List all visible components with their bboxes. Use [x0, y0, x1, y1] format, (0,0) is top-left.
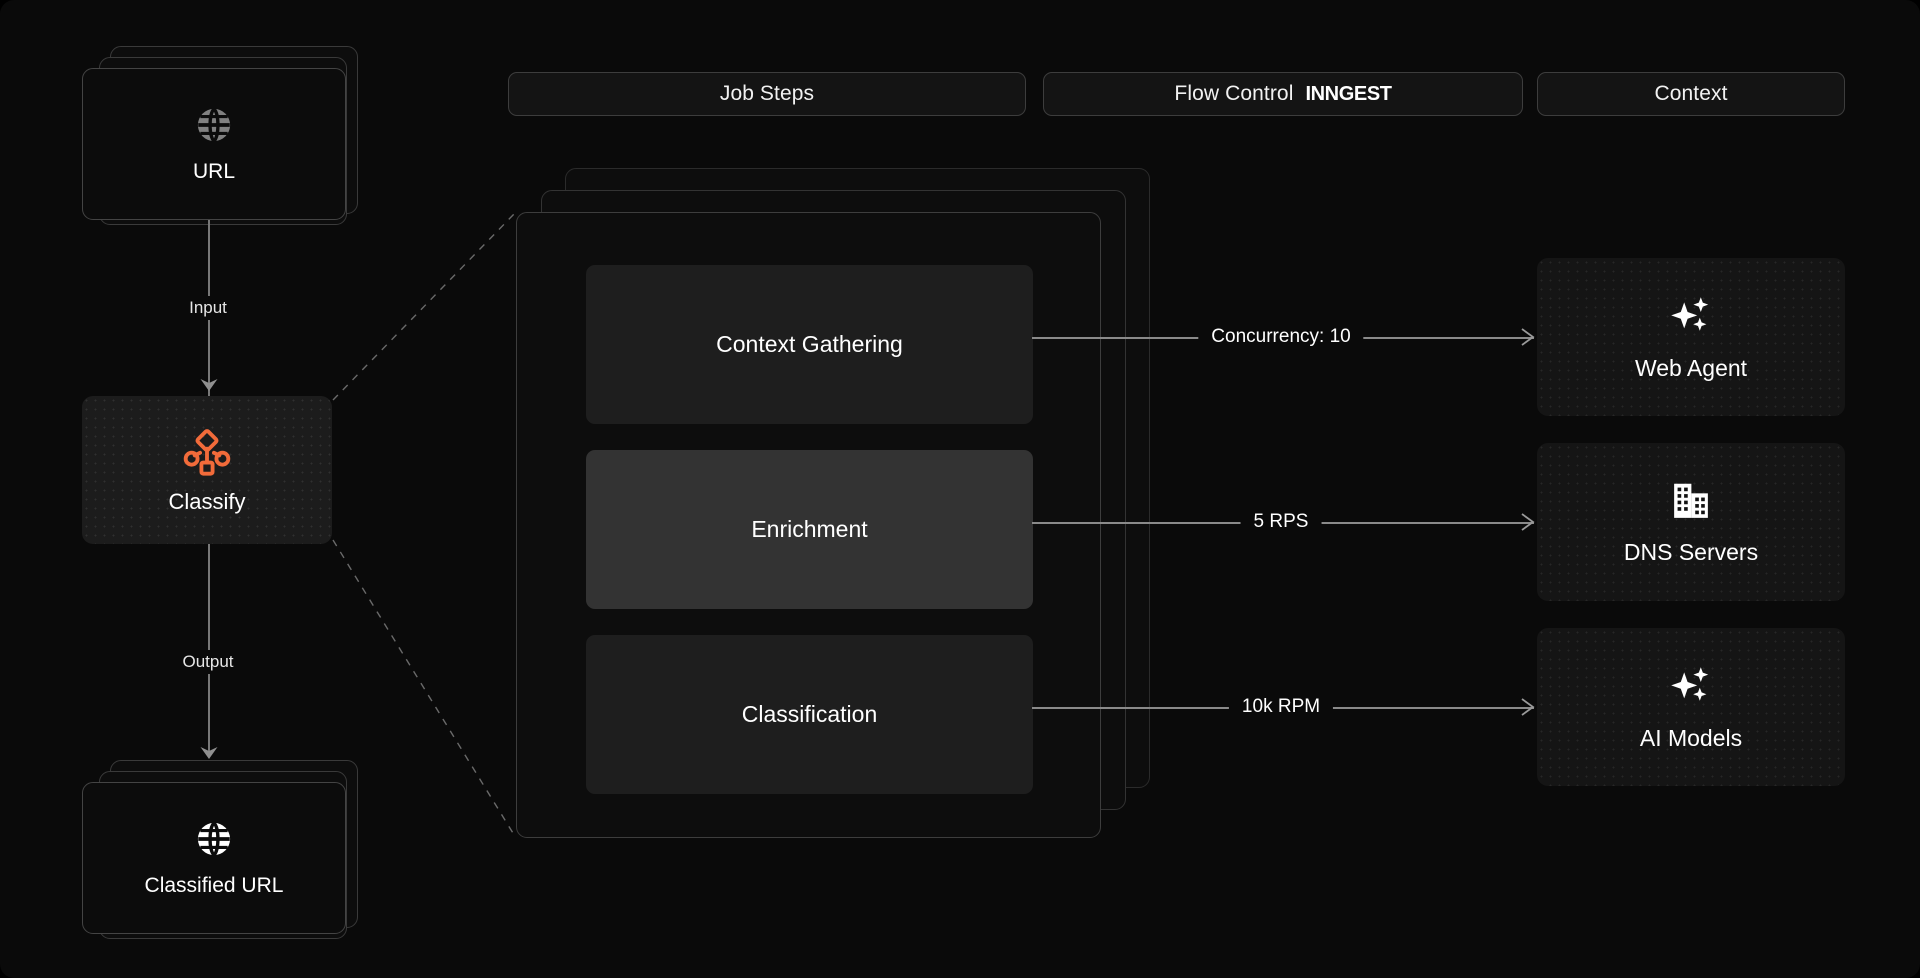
step-enrichment-label: Enrichment	[751, 516, 868, 542]
step-classification[interactable]: Classification	[586, 635, 1033, 794]
tab-job-steps-label: Job Steps	[719, 82, 815, 105]
context-card-web-agent[interactable]: Web Agent	[1537, 258, 1845, 416]
sparkles-icon	[1667, 662, 1715, 710]
context-card-dns-servers-label: DNS Servers	[1623, 539, 1759, 565]
url-card-label: URL	[192, 160, 235, 183]
url-card[interactable]: URL	[82, 68, 346, 220]
classify-node-label: Classify	[168, 488, 246, 514]
inngest-logo-text: INNGEST	[1305, 82, 1392, 105]
workflow-branch-icon	[182, 426, 232, 476]
connector-label-rps: 5 RPS	[1240, 511, 1322, 533]
step-context-gathering[interactable]: Context Gathering	[586, 265, 1033, 424]
context-card-web-agent-label: Web Agent	[1634, 355, 1748, 381]
connector-label-rpm: 10k RPM	[1228, 696, 1334, 718]
tab-flow-control[interactable]: Flow Control INNGEST	[1043, 72, 1523, 116]
job-steps-panel[interactable]: Context Gathering Enrichment Classificat…	[516, 212, 1101, 838]
tab-context[interactable]: Context	[1537, 72, 1845, 116]
arrow-head-output	[200, 747, 218, 759]
tab-flow-control-label: Flow Control	[1174, 82, 1294, 105]
arrow-head-rpm	[1521, 698, 1535, 716]
globe-icon	[193, 104, 235, 146]
classified-url-card[interactable]: Classified URL	[82, 782, 346, 934]
tab-context-label: Context	[1654, 82, 1728, 105]
context-card-ai-models-label: AI Models	[1639, 725, 1743, 751]
context-card-dns-servers[interactable]: DNS Servers	[1537, 443, 1845, 601]
connector-label-concurrency: Concurrency: 10	[1198, 326, 1364, 348]
arrow-head-rps	[1521, 513, 1535, 531]
step-classification-label: Classification	[741, 701, 878, 727]
step-enrichment[interactable]: Enrichment	[586, 450, 1033, 609]
arrow-head-concurrency	[1521, 328, 1535, 346]
building-icon	[1668, 478, 1714, 524]
edge-label-input: Input	[180, 296, 236, 320]
context-card-ai-models[interactable]: AI Models	[1537, 628, 1845, 786]
arrow-head-input	[200, 379, 218, 391]
tab-job-steps[interactable]: Job Steps	[508, 72, 1026, 116]
edge-classify-to-output	[208, 544, 210, 754]
globe-icon	[193, 818, 235, 860]
edge-label-output: Output	[173, 650, 243, 674]
sparkles-icon	[1667, 292, 1715, 340]
classify-node[interactable]: Classify	[82, 396, 332, 544]
classified-url-card-label: Classified URL	[144, 874, 284, 897]
step-context-gathering-label: Context Gathering	[716, 331, 903, 357]
